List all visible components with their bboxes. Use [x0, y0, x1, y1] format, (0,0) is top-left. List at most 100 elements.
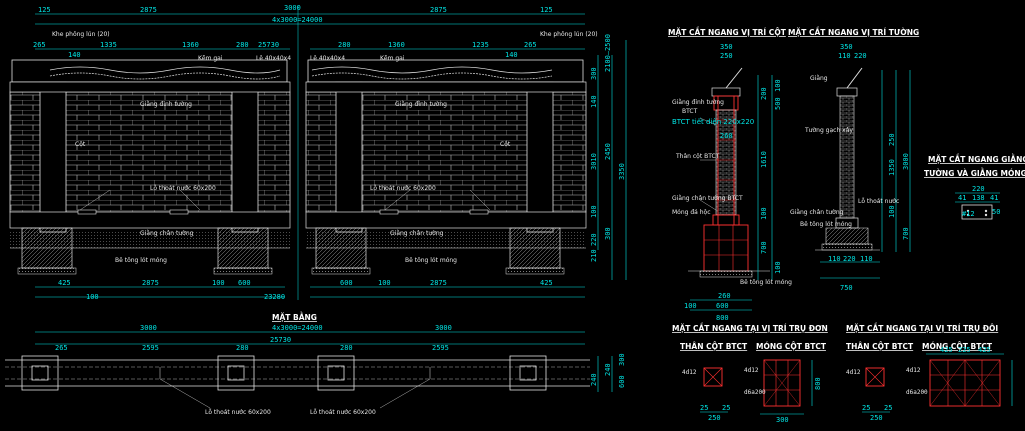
- plan-dim-25730: 25730: [270, 336, 291, 344]
- label-wall-top-beam: Giằng đỉnh tường: [140, 101, 192, 108]
- dim-v-300: 300: [590, 67, 598, 80]
- sec-dim-100-b: 100: [760, 207, 768, 220]
- dim-v-3350: 3350: [618, 163, 626, 180]
- wall-dim-250: 250: [888, 133, 896, 146]
- dim-1335: 1335: [100, 41, 117, 49]
- sec-dim-100-d: 100: [684, 302, 697, 310]
- wall-dim-100: 100: [888, 205, 896, 218]
- plan-view: [5, 331, 613, 409]
- label-drain-hole-right: Lỗ thoát nước 60x200: [370, 185, 436, 192]
- sec-dim-700: 700: [760, 241, 768, 254]
- wall-dim-350: 350: [840, 43, 853, 51]
- title-cross-column: MẶT CẮT NGANG VỊ TRÍ CỘT: [668, 27, 787, 37]
- dim-v-100: 100: [590, 205, 598, 218]
- plan-dim-300: 300: [618, 353, 626, 366]
- sec-dim-600: 600: [716, 302, 729, 310]
- dim-265-right: 265: [524, 41, 537, 49]
- sec-dim-260: 260: [720, 132, 733, 140]
- label-barbed-wire: Kẽm gai: [198, 55, 223, 62]
- wall-label-cap: Giằng: [810, 75, 828, 82]
- dim-1235: 1235: [472, 41, 489, 49]
- beam-dim-41-b: 41: [990, 194, 998, 202]
- label-post-angle-right: Lê 40x40x4: [310, 55, 345, 62]
- detail-dim-250: 250: [708, 414, 721, 422]
- dim-140-right: 140: [505, 51, 518, 59]
- detail-rebar-4d12-b: 4d12: [744, 367, 759, 374]
- dim-125-right: 125: [540, 6, 553, 14]
- beam-dim-138: 138: [972, 194, 985, 202]
- sec-dim-260-b: 260: [718, 292, 731, 300]
- beam-dim-41: 41: [958, 194, 966, 202]
- title-single-pier: MẶT CẮT NGANG TẠI VỊ TRÍ TRỤ ĐƠN: [672, 323, 828, 333]
- sec-dim-100: 100: [774, 79, 782, 92]
- detail-dim-300: 300: [776, 416, 789, 424]
- plan-dim-600: 600: [618, 375, 626, 388]
- wall-dim-220-b: 220: [843, 255, 856, 263]
- dim-125: 125: [38, 6, 51, 14]
- elevation-left: [9, 13, 585, 298]
- detail-double-pier: [862, 353, 1013, 413]
- plan-dim-240-b: 240: [604, 363, 612, 376]
- wall-dim-110-b: 110: [828, 255, 841, 263]
- label-drain-hole: Lỗ thoát nước 60x200: [150, 185, 216, 192]
- label-expansion-joint-right: Khe phông lún (20): [540, 31, 598, 38]
- dim-v-210: 210: [590, 249, 598, 262]
- dim-425-right: 425: [540, 279, 553, 287]
- sec-dim-250: 250: [720, 52, 733, 60]
- plan-dim-3000-right: 3000: [435, 324, 452, 332]
- dim-600-right: 600: [340, 279, 353, 287]
- title-body-col-2: THÂN CỘT BTCT: [846, 342, 914, 351]
- sec-dim-100-c: 100: [774, 261, 782, 274]
- dim-265: 265: [33, 41, 46, 49]
- detail-dim-425-b: 425: [978, 346, 991, 354]
- label-wall-top-beam-right: Giằng đỉnh tường: [395, 101, 447, 108]
- sec-label-ground-beam: Giằng chân tường BTCT: [672, 195, 743, 202]
- detail-rebar-4d12-c: 4d12: [846, 369, 861, 376]
- plan-dim-axis: 4x3000=24000: [272, 324, 323, 332]
- detail-stirrup-b: d6a200: [906, 389, 928, 396]
- title-cross-wall: MẶT CẮT NGANG VỊ TRÍ TƯỜNG: [788, 27, 919, 37]
- sec-dim-350: 350: [720, 43, 733, 51]
- wall-dim-750: 750: [840, 284, 853, 292]
- plan-dim-2595-right: 2595: [432, 344, 449, 352]
- sec-label-foot: Móng đá hộc: [672, 209, 711, 216]
- label-post-angle: Lê 40x40x4: [256, 55, 291, 62]
- label-expansion-joint: Khe phông lún (20): [52, 31, 110, 38]
- detail-single-pier: [700, 359, 813, 415]
- dim-3000: 3000: [284, 4, 301, 12]
- sec-label-col-btct: Thân cột BTCT: [675, 153, 720, 160]
- dim-280-right: 280: [338, 41, 351, 49]
- label-column-right: Cột: [500, 141, 511, 148]
- dim-425: 425: [58, 279, 71, 287]
- dim-v-2450: 2450: [604, 143, 612, 160]
- dim-2875-right: 2875: [430, 6, 447, 14]
- section-column: [688, 67, 773, 311]
- dim-280: 280: [236, 41, 249, 49]
- label-lean-concrete: Bê tông lót móng: [115, 257, 167, 264]
- detail-dim-25: 25: [700, 404, 708, 412]
- sec-label-btct: BTCT: [682, 108, 698, 115]
- dim-100-b: 100: [212, 279, 225, 287]
- dim-600: 600: [238, 279, 251, 287]
- sec-label-top-beam: Giằng đỉnh tường: [672, 99, 724, 106]
- sec-dim-200: 200: [760, 87, 768, 100]
- wall-dim-110: 110: [838, 52, 851, 60]
- wall-dim-110-c: 110: [860, 255, 873, 263]
- section-wall: [815, 67, 911, 279]
- plan-label-drain: Lỗ thoát nước 60x200: [205, 409, 271, 416]
- plan-dim-265: 265: [55, 344, 68, 352]
- dim-v-140: 140: [590, 95, 598, 108]
- title-cross-beam: MẶT CẮT NGANG GIẰNG: [928, 154, 1025, 164]
- detail-dim-800: 800: [814, 377, 822, 390]
- wall-label-vent: Lỗ thoát nước: [858, 198, 899, 205]
- beam-dim-12: #12: [962, 210, 975, 218]
- title-foot-col-1: MÓNG CỘT BTCT: [756, 342, 827, 351]
- dim-v-3010: 3010: [590, 153, 598, 170]
- label-ground-beam: Giằng chân tường: [140, 230, 194, 237]
- detail-dim-25-b: 25: [722, 404, 730, 412]
- title-double-pier: MẶT CẮT NGANG TẠI VỊ TRÍ TRỤ ĐÔI: [846, 323, 998, 333]
- dim-140: 140: [68, 51, 81, 59]
- title-foot-col-2: MÓNG CỘT BTCT: [922, 342, 993, 351]
